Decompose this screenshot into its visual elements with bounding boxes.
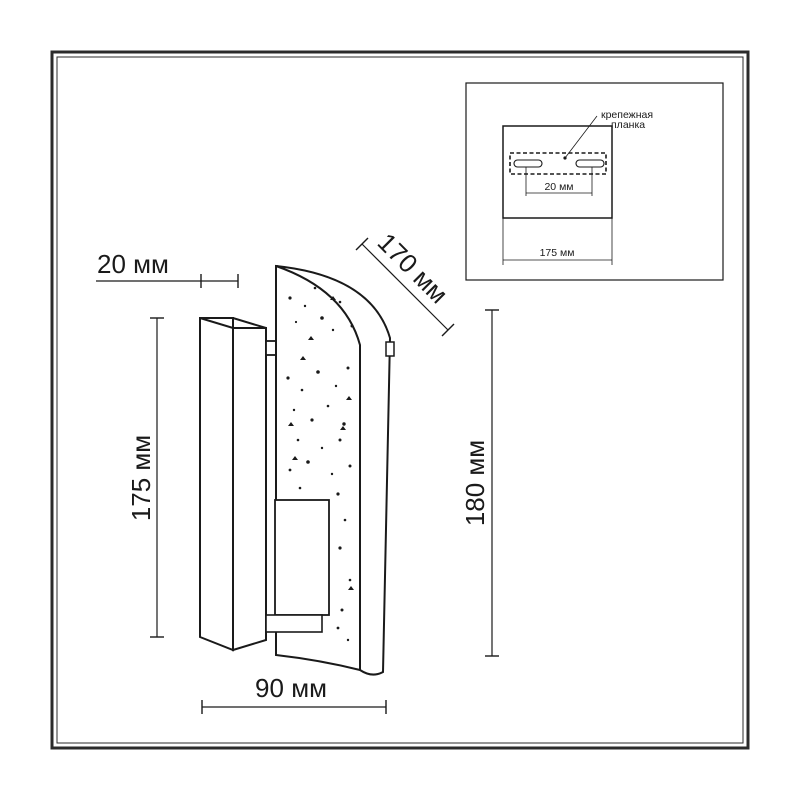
dim-mount-depth-text: 20 мм (97, 249, 169, 279)
bulb-socket (274, 499, 330, 616)
inset-leader (564, 115, 598, 159)
bracket-inset: крепежная планка 20 мм 175 мм (465, 82, 724, 281)
socket-base (265, 614, 323, 633)
dim-backplate-height-text: 175 мм (126, 435, 156, 521)
outer-frame (50, 50, 750, 750)
lamp-drawing (199, 264, 395, 676)
dim-total-width: 90 мм (201, 673, 387, 714)
inset-bracket-label-1: крепежная (601, 109, 653, 121)
dim-total-width-text: 90 мм (255, 673, 327, 703)
dim-total-height: 180 мм (460, 309, 499, 657)
inner-frame (56, 56, 744, 744)
inset-slot-right (575, 159, 605, 168)
inset-frame (465, 82, 724, 281)
backplate-side (232, 327, 267, 652)
backplate (199, 317, 234, 652)
inset-bracket-label-2: планка (611, 119, 645, 131)
inset-slot-left (513, 159, 543, 168)
dim-total-height-text: 180 мм (460, 440, 490, 526)
side-bolt (385, 341, 395, 357)
dim-shade-arc-text: 170 мм (372, 227, 454, 309)
glass-speckles (286, 286, 354, 642)
inset-backplate (502, 125, 613, 219)
inset-bracket-dashed (509, 152, 607, 175)
dim-mount-depth: 20 мм (96, 249, 239, 288)
inset-plate-dim-text: 175 мм (540, 247, 575, 259)
dim-backplate-height: 175 мм (126, 317, 164, 638)
inset-slot-dim-text: 20 мм (544, 181, 573, 193)
outer-shade (275, 265, 392, 676)
